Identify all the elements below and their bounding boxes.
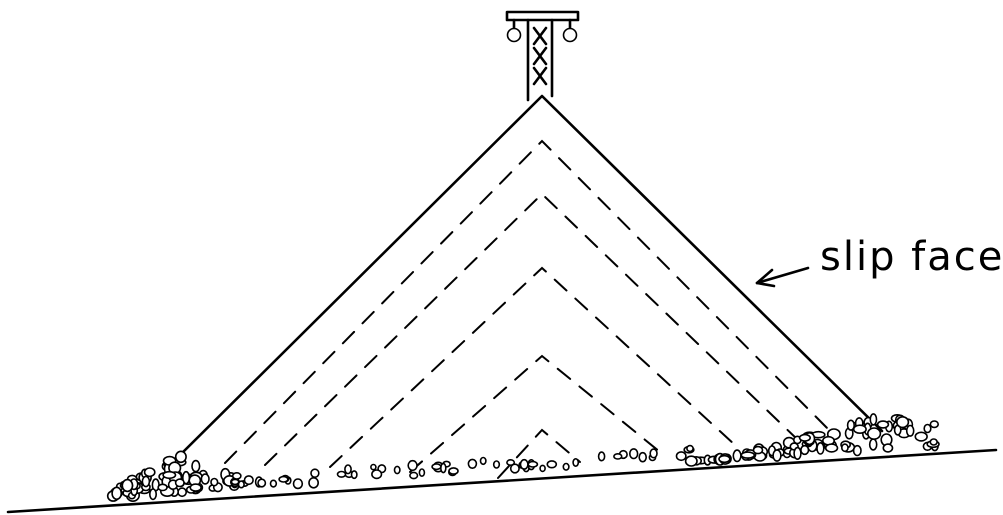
pebble	[614, 454, 622, 459]
pebble	[521, 460, 528, 469]
pebble	[294, 479, 303, 488]
slip-face-label: slip face	[820, 234, 1003, 280]
pebble	[907, 426, 914, 437]
pebble	[800, 435, 811, 441]
pebble	[145, 468, 155, 476]
pebble	[528, 462, 537, 467]
rubble-pile	[108, 414, 939, 501]
crane-icon	[507, 12, 578, 100]
pebble	[854, 425, 866, 433]
pebble	[150, 489, 156, 499]
pebble	[239, 481, 245, 488]
pebble	[733, 450, 741, 461]
pebble	[176, 479, 184, 486]
pebble	[741, 452, 754, 458]
pebble	[547, 461, 556, 468]
pebble	[878, 421, 889, 428]
pebble	[410, 472, 418, 478]
pebble	[897, 417, 909, 428]
pebble	[540, 465, 545, 471]
pebble	[794, 448, 801, 460]
pebble	[163, 472, 175, 479]
pebble	[930, 439, 937, 445]
pebble	[201, 474, 209, 484]
pebble	[883, 444, 892, 452]
pebble	[258, 479, 265, 487]
pebble	[687, 446, 693, 452]
pebble	[432, 464, 441, 469]
pebble	[468, 459, 476, 468]
pebble	[233, 473, 241, 479]
pebble	[245, 476, 254, 484]
pebble	[650, 449, 657, 458]
pebble	[371, 465, 376, 470]
pebble	[311, 469, 319, 477]
pebble	[449, 468, 458, 474]
dashed-layer-5	[498, 430, 580, 478]
pebble	[441, 464, 446, 473]
pebble	[924, 425, 931, 433]
pebble	[801, 446, 809, 455]
pebble	[842, 444, 848, 451]
pebble	[190, 484, 201, 491]
dashed-layers	[225, 141, 837, 478]
pebble	[754, 447, 763, 454]
pebble	[211, 479, 218, 486]
pebble	[868, 428, 881, 439]
pebble	[511, 464, 519, 473]
pebble	[395, 466, 400, 473]
pebble	[870, 414, 876, 425]
pebble	[345, 465, 351, 474]
pebble	[372, 470, 382, 478]
pebble	[854, 446, 861, 456]
pebble	[176, 451, 186, 462]
pebble	[352, 471, 357, 478]
pebble	[639, 453, 646, 462]
pebble	[279, 477, 288, 482]
dashed-layer-2	[265, 194, 798, 465]
pebble	[870, 439, 877, 450]
pebble	[142, 476, 149, 486]
pebble	[773, 450, 781, 461]
pebble	[271, 480, 277, 487]
pebble	[232, 479, 239, 484]
pebble	[112, 487, 121, 499]
pebble	[599, 452, 605, 461]
pebble	[563, 464, 569, 471]
pebble	[481, 458, 486, 465]
pebble	[848, 420, 855, 430]
pebble	[826, 444, 838, 452]
pebble	[178, 488, 186, 496]
pebble	[686, 456, 697, 466]
pebble	[817, 443, 824, 454]
pebble	[122, 480, 132, 492]
pebble	[915, 432, 927, 441]
pebble	[573, 459, 578, 466]
pebble	[408, 461, 417, 471]
pebble	[158, 484, 167, 490]
dashed-layer-3	[330, 268, 735, 467]
pebble	[677, 452, 686, 460]
pebble	[192, 461, 200, 472]
pebble	[338, 472, 346, 478]
pebble	[309, 478, 318, 488]
slip-face-label-group: slip face	[757, 234, 1003, 286]
pebble	[494, 461, 500, 468]
arrow-icon	[757, 268, 808, 286]
pebble	[719, 456, 730, 463]
pebble	[930, 421, 938, 427]
pebble	[630, 449, 638, 459]
pebble	[419, 469, 424, 476]
